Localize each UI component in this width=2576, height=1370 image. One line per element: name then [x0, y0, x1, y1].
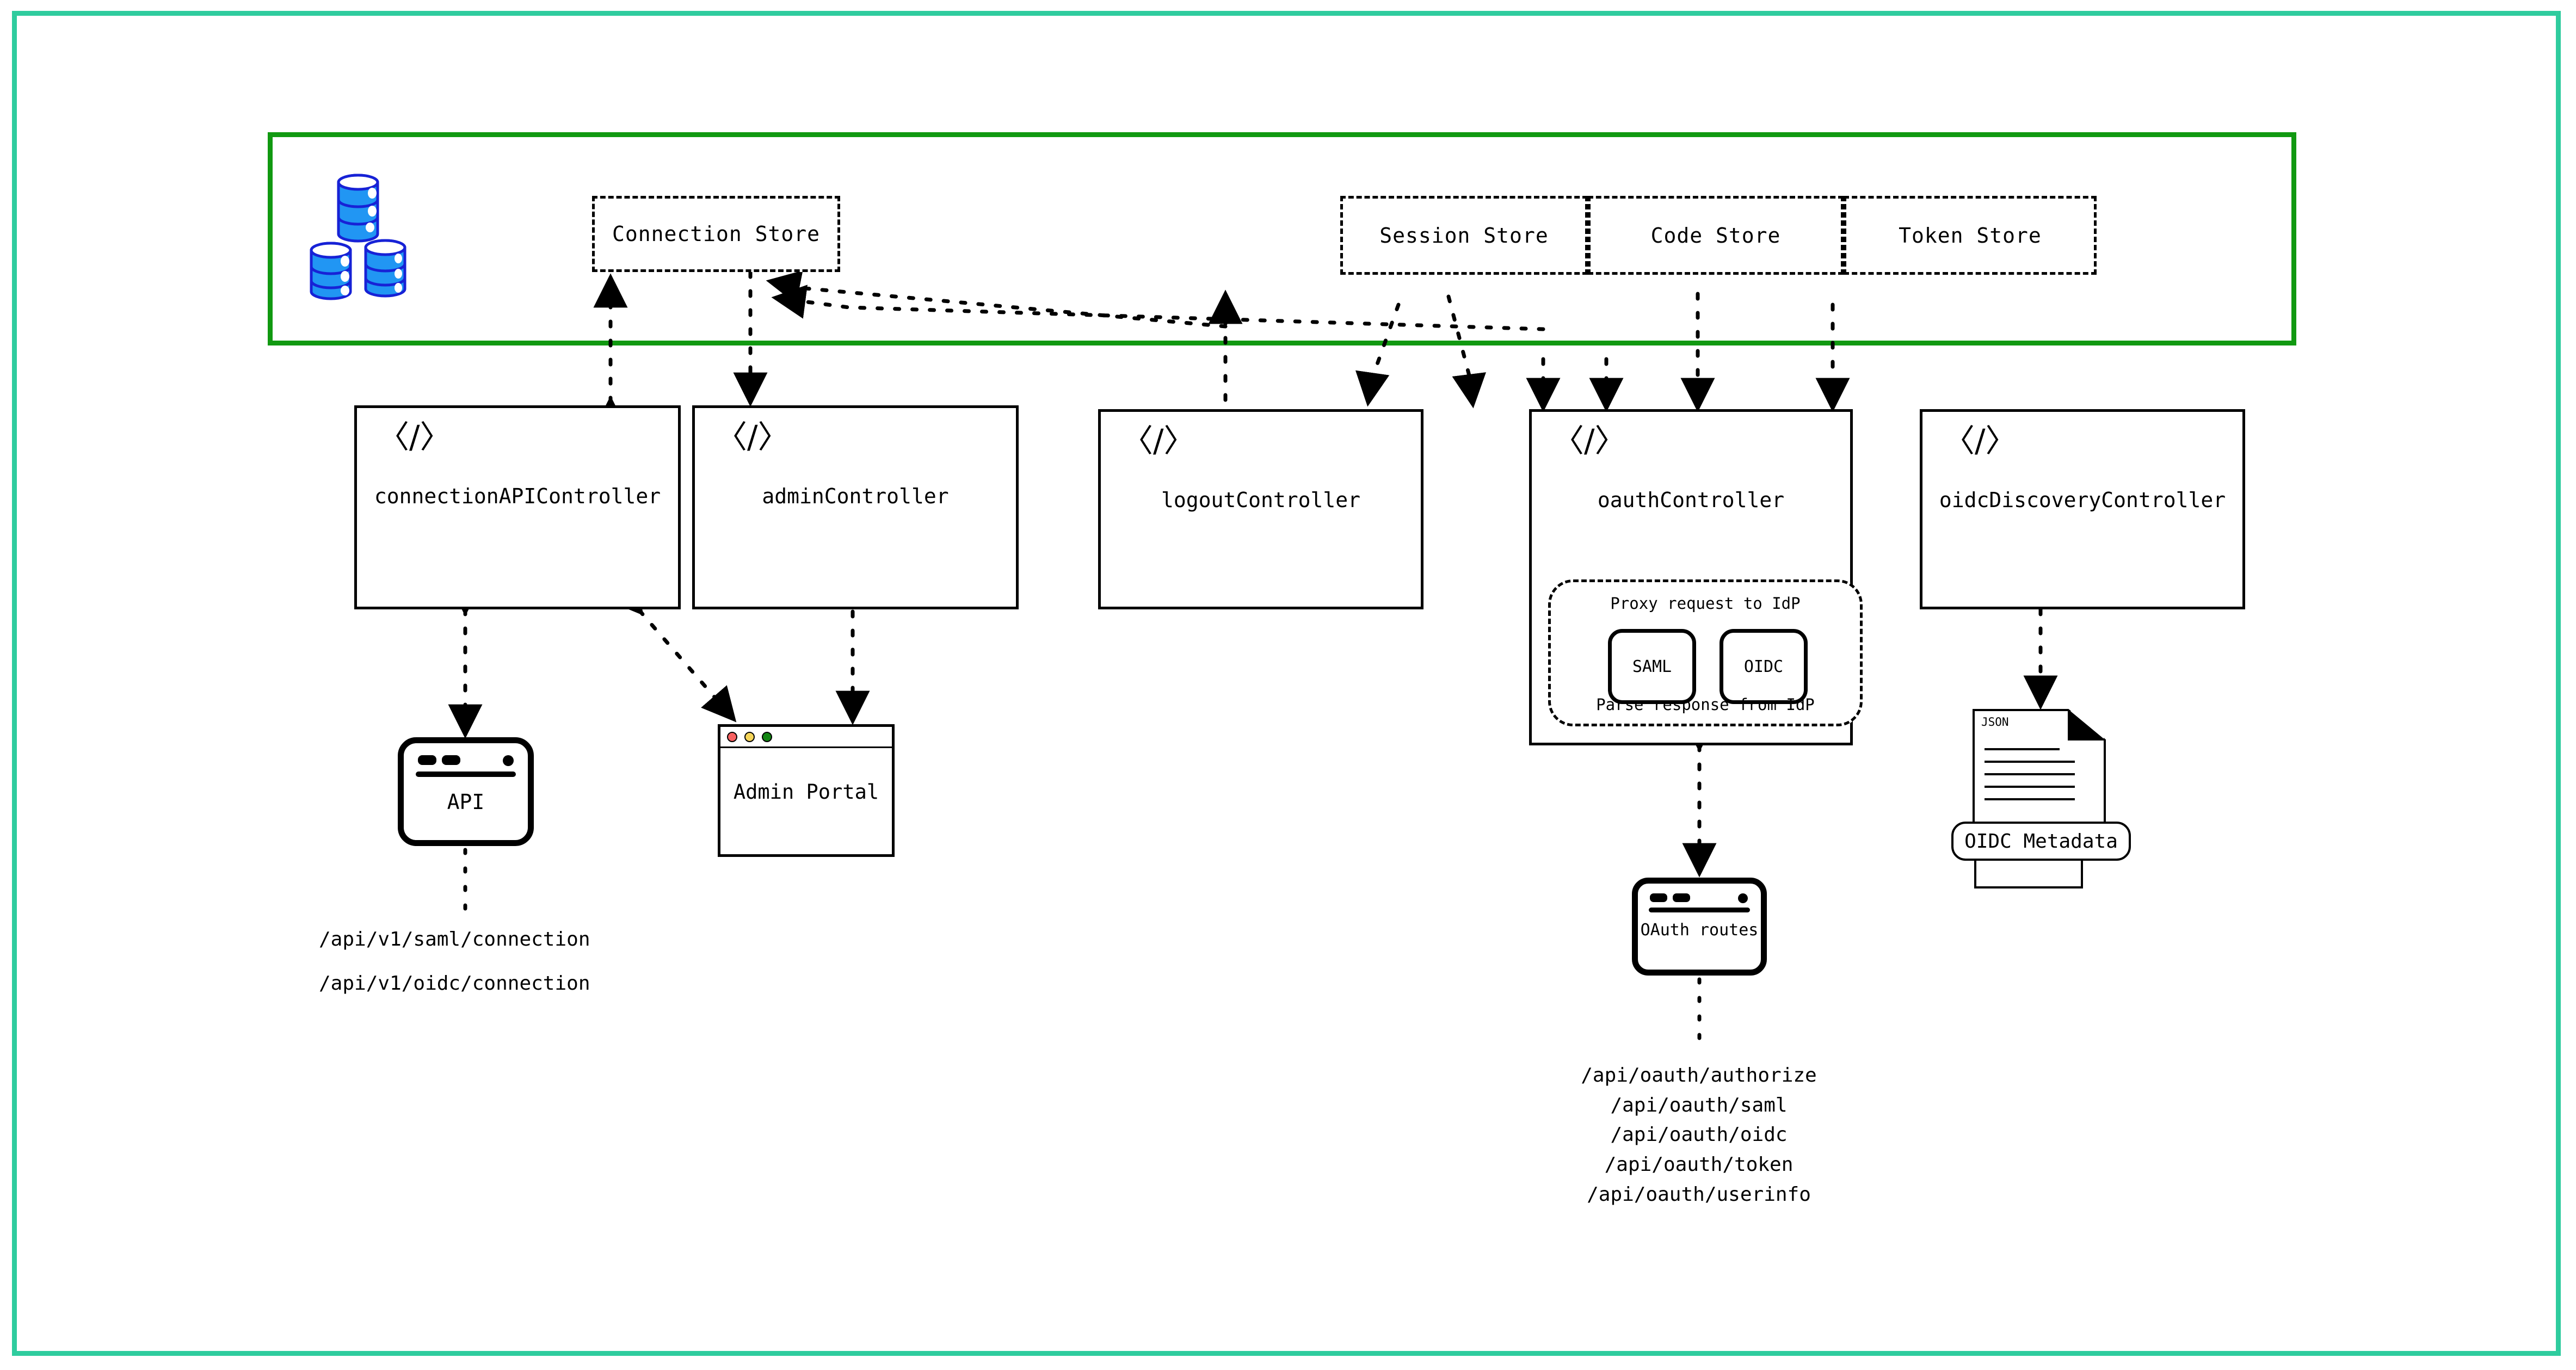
- proxy-request-label: Proxy request to IdP: [1610, 594, 1801, 613]
- maximize-icon[interactable]: [762, 732, 772, 742]
- endpoint-path: /api/oauth/token: [1604, 1153, 1794, 1176]
- oidc-metadata-text: OIDC Metadata: [1964, 830, 2118, 853]
- code-icon: 〈/〉: [378, 418, 452, 455]
- store-session-store[interactable]: Session Store: [1340, 196, 1588, 275]
- persistence-layer-container: [268, 132, 2296, 345]
- controller-label: adminController: [762, 484, 949, 508]
- store-token-store[interactable]: Token Store: [1844, 196, 2097, 275]
- oidc-metadata-label: OIDC Metadata: [1951, 822, 2131, 861]
- endpoint-path: /api/oauth/saml: [1610, 1094, 1788, 1116]
- endpoint-path: /api/oauth/oidc: [1610, 1124, 1788, 1146]
- window-tab-icon: [1650, 893, 1667, 902]
- oauth-routes-window[interactable]: OAuth routes: [1632, 878, 1767, 976]
- code-icon: 〈/〉: [1552, 422, 1626, 459]
- api-client-window[interactable]: API: [398, 737, 534, 846]
- idp-proxy-block: Proxy request to IdP SAML OIDC Parse res…: [1548, 579, 1863, 726]
- window-tab-icon: [442, 755, 460, 765]
- close-icon[interactable]: [727, 732, 737, 742]
- code-icon: 〈/〉: [1121, 422, 1195, 459]
- protocol-saml-button[interactable]: SAML: [1608, 629, 1696, 704]
- endpoint-path: /api/v1/saml/connection: [319, 928, 590, 951]
- endpoint-path: /api/oauth/userinfo: [1587, 1183, 1811, 1206]
- oauth-routes-label: OAuth routes: [1640, 921, 1759, 940]
- document-text-line: [1985, 798, 2075, 800]
- admin-portal-window[interactable]: Admin Portal: [718, 724, 895, 857]
- store-connection-store[interactable]: Connection Store: [592, 196, 840, 272]
- controller-connection-api[interactable]: 〈/〉 connectionAPIController: [354, 405, 681, 609]
- document-text-line: [1985, 773, 2075, 775]
- store-label: Code Store: [1650, 223, 1781, 248]
- protocol-label: SAML: [1632, 657, 1672, 676]
- controller-label: oauthController: [1597, 488, 1785, 512]
- api-window-label: API: [447, 790, 485, 814]
- protocol-oidc-button[interactable]: OIDC: [1720, 629, 1808, 704]
- window-dot-icon: [503, 755, 514, 766]
- store-label: Session Store: [1379, 223, 1549, 248]
- document-text-line: [1985, 748, 2060, 750]
- controller-admin[interactable]: 〈/〉 adminController: [692, 405, 1019, 609]
- controller-label: oidcDiscoveryController: [1939, 488, 2226, 512]
- controller-label: logoutController: [1161, 488, 1361, 512]
- window-tab-icon: [418, 755, 436, 765]
- window-address-bar: [416, 772, 516, 777]
- endpoint-path: /api/oauth/authorize: [1581, 1064, 1817, 1087]
- minimize-icon[interactable]: [744, 732, 755, 742]
- oauth-endpoints: /api/oauth/authorize /api/oauth/saml /ap…: [1568, 1061, 1829, 1210]
- connection-api-endpoints: /api/v1/saml/connection /api/v1/oidc/con…: [319, 925, 590, 998]
- outer-frame-border: [12, 11, 2561, 1356]
- window-address-bar: [1649, 908, 1750, 912]
- document-text-line: [1985, 786, 2075, 788]
- database-cylinders-icon: [310, 174, 406, 300]
- controller-oauth[interactable]: 〈/〉 oauthController Proxy request to IdP…: [1529, 409, 1863, 745]
- controller-oidc-discovery[interactable]: 〈/〉 oidcDiscoveryController: [1920, 409, 2245, 609]
- controller-label: connectionAPIController: [374, 484, 661, 508]
- window-tab-icon: [1673, 893, 1690, 902]
- controller-logout[interactable]: 〈/〉 logoutController: [1098, 409, 1423, 609]
- code-icon: 〈/〉: [716, 418, 790, 455]
- code-icon: 〈/〉: [1943, 422, 2017, 459]
- window-titlebar: [720, 727, 892, 748]
- document-text-line: [1985, 761, 2075, 763]
- store-code-store[interactable]: Code Store: [1588, 196, 1844, 275]
- protocol-label: OIDC: [1743, 657, 1784, 676]
- parse-response-label: Parse response from IdP: [1596, 695, 1815, 714]
- endpoint-path: /api/v1/oidc/connection: [319, 972, 590, 995]
- admin-portal-label: Admin Portal: [733, 780, 879, 804]
- file-type-label: JSON: [1981, 715, 2009, 729]
- store-label: Token Store: [1899, 223, 2042, 248]
- store-label: Connection Store: [612, 222, 821, 246]
- window-dot-icon: [1738, 893, 1748, 903]
